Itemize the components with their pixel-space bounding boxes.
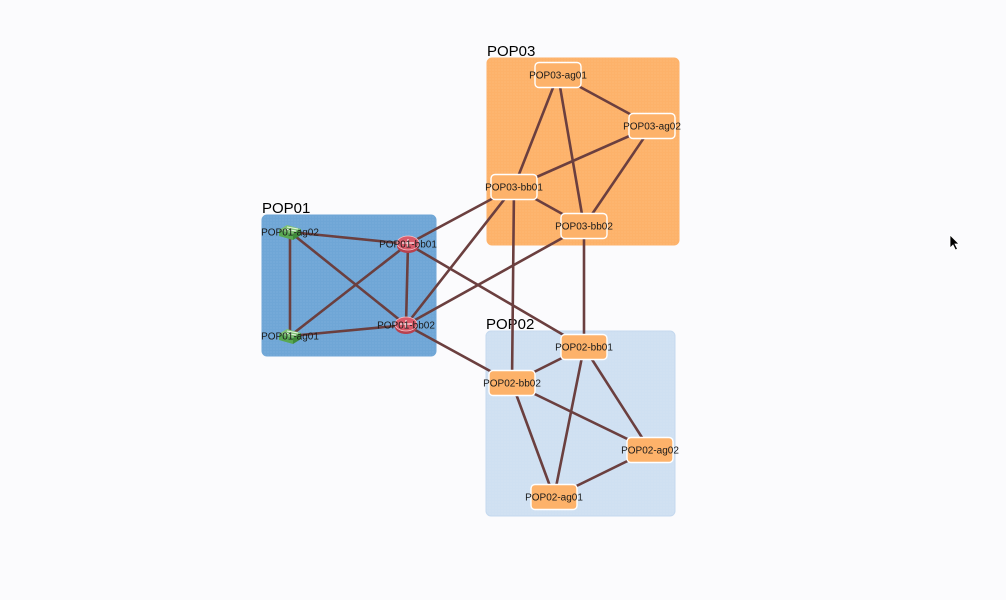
node-box bbox=[560, 212, 608, 240]
node-pop01-bb02[interactable]: POP01-bb02 bbox=[377, 316, 435, 334]
link-pop01-bb02-pop03-bb02[interactable] bbox=[404, 224, 586, 327]
node-pop02-ag02[interactable]: POP02-ag02 bbox=[621, 436, 679, 464]
link-pop02-bb01-pop02-ag01[interactable] bbox=[552, 345, 586, 499]
node-box bbox=[534, 61, 582, 89]
switch-icon bbox=[279, 329, 301, 344]
node-pop03-bb01[interactable]: POP03-bb01 bbox=[485, 173, 543, 201]
link-pop01-ag02-pop01-bb01[interactable] bbox=[288, 230, 410, 246]
link-pop01-bb01-pop01-bb02[interactable] bbox=[404, 242, 410, 327]
link-pop01-ag01-pop01-bb02[interactable] bbox=[288, 323, 408, 338]
link-pop01-bb02-pop03-bb01[interactable] bbox=[404, 185, 516, 327]
link-pop01-ag01-pop01-bb01[interactable] bbox=[288, 242, 410, 338]
link-pop02-bb01-pop02-ag02[interactable] bbox=[582, 345, 652, 452]
link-pop02-bb02-pop02-ag02[interactable] bbox=[510, 381, 652, 452]
node-label: POP02-bb01 bbox=[555, 343, 613, 354]
router-icon bbox=[396, 235, 420, 253]
node-label: POP03-bb01 bbox=[485, 183, 543, 194]
link-pop01-bb01-pop02-bb01[interactable] bbox=[406, 242, 586, 349]
node-label: POP03-ag01 bbox=[529, 71, 587, 82]
node-pop01-bb01[interactable]: POP01-bb01 bbox=[379, 235, 437, 253]
node-label: POP01-ag02 bbox=[261, 228, 319, 239]
node-pop03-bb02[interactable]: POP03-bb02 bbox=[555, 212, 613, 240]
node-label: POP01-ag01 bbox=[261, 332, 319, 343]
router-icon bbox=[394, 316, 418, 334]
link-pop03-ag01-pop03-bb01[interactable] bbox=[512, 73, 560, 189]
node-box bbox=[530, 483, 578, 511]
group-label: POP01 bbox=[262, 200, 310, 217]
mouse-pointer-icon bbox=[949, 234, 960, 251]
link-pop01-ag02-pop01-bb02[interactable] bbox=[288, 230, 408, 327]
node-pop01-ag02[interactable]: POP01-ag02 bbox=[261, 225, 319, 240]
group-pop03[interactable]: POP03 bbox=[486, 43, 680, 246]
node-box bbox=[560, 333, 608, 361]
node-pop02-ag01[interactable]: POP02-ag01 bbox=[525, 483, 583, 511]
node-pop02-bb01[interactable]: POP02-bb01 bbox=[555, 333, 613, 361]
node-box bbox=[626, 436, 674, 464]
node-label: POP02-bb02 bbox=[483, 379, 541, 390]
node-label: POP02-ag01 bbox=[525, 493, 583, 504]
node-pop01-ag01[interactable]: POP01-ag01 bbox=[261, 329, 319, 344]
link-pop02-bb02-pop02-ag01[interactable] bbox=[510, 381, 556, 499]
node-label: POP01-bb02 bbox=[377, 321, 435, 332]
group-pop01[interactable]: POP01 bbox=[261, 200, 437, 357]
node-label: POP02-ag02 bbox=[621, 446, 679, 457]
node-box bbox=[488, 369, 536, 397]
link-pop03-bb01-pop02-bb02[interactable] bbox=[510, 185, 516, 385]
switch-icon bbox=[279, 225, 301, 240]
node-box bbox=[628, 112, 676, 140]
node-box bbox=[490, 173, 538, 201]
node-pop03-ag02[interactable]: POP03-ag02 bbox=[623, 112, 681, 140]
group-label: POP03 bbox=[487, 43, 535, 60]
link-pop03-ag02-pop03-bb02[interactable] bbox=[582, 124, 654, 228]
node-label: POP01-bb01 bbox=[379, 240, 437, 251]
node-pop03-ag01[interactable]: POP03-ag01 bbox=[529, 61, 587, 89]
node-pop02-bb02[interactable]: POP02-bb02 bbox=[483, 369, 541, 397]
link-pop03-ag01-pop03-bb02[interactable] bbox=[556, 73, 586, 228]
node-label: POP03-ag02 bbox=[623, 122, 681, 133]
group-label: POP02 bbox=[486, 316, 534, 333]
group-texture bbox=[262, 215, 436, 356]
node-label: POP03-bb02 bbox=[555, 222, 613, 233]
